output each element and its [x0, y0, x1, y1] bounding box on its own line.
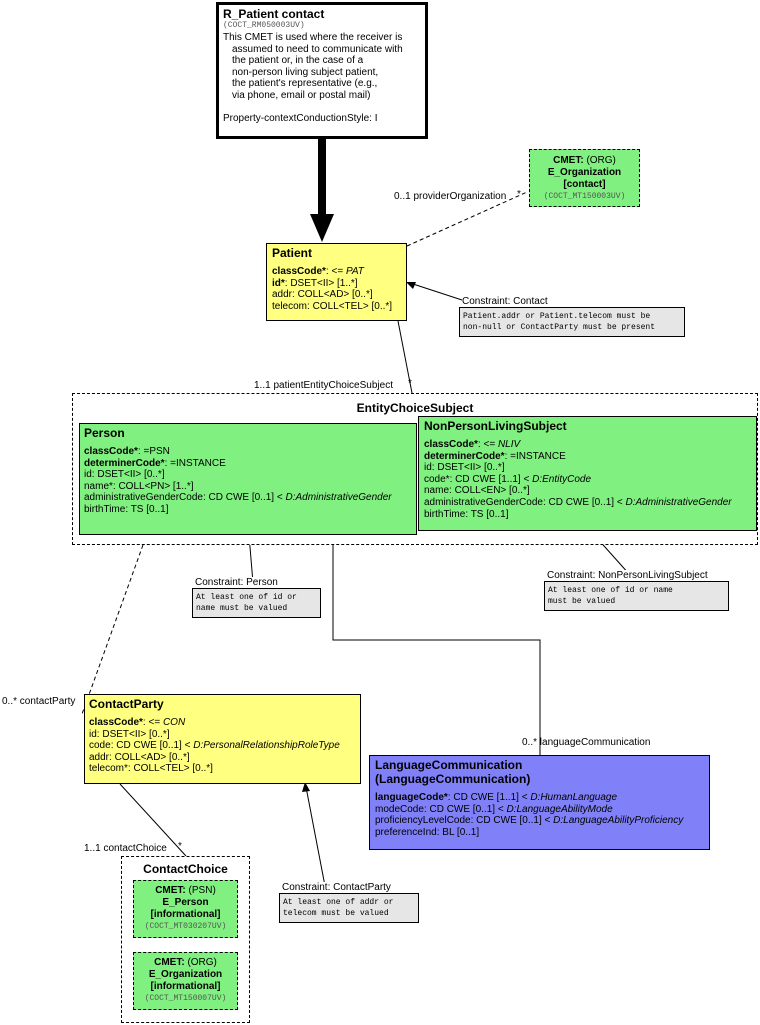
constraint-text: At least one of id or name must be value… [548, 586, 673, 606]
multiplicity-star: * [178, 841, 182, 852]
cmet-type: (PSN) [188, 885, 216, 896]
contactparty-label: 0..* contactParty [2, 696, 76, 707]
contactparty-to-contactchoice-connector [119, 783, 187, 857]
langcomm-title: LanguageCommunication [375, 758, 523, 772]
multiplicity-star: * [517, 189, 521, 200]
entity-choice-title: EntityChoiceSubject [356, 401, 474, 415]
attr-row: preferenceInd: BL [0..1] [375, 826, 480, 838]
attr-row: telecom*: COLL<TEL> [0..*] [89, 763, 213, 775]
attr-row: code*: CD CWE [1..1] < D:EntityCode [424, 473, 592, 485]
attr-row: classCode*: =PSN [84, 446, 170, 457]
root-box: R_Patient contact (COCT_RM050003UV) This… [216, 2, 428, 139]
attr-row: birthTime: TS [0..1] [424, 508, 509, 520]
patient-to-org-connector [406, 191, 528, 247]
contactchoice-title: ContactChoice [143, 862, 228, 876]
attr-row: birthTime: TS [0..1] [84, 503, 169, 515]
entity-choice-label: 1..1 patientEntityChoiceSubject [254, 380, 393, 391]
attr-row: addr: COLL<AD> [0..*] [272, 289, 373, 301]
contact-constraint-line [409, 282, 463, 301]
contact-constraint-note: Patient.addr or Patient.telecom must be … [459, 307, 685, 337]
org-informational-cmet-box[interactable]: CMET: (ORG) E_Organization [informationa… [133, 952, 238, 1010]
multiplicity-star: * [408, 378, 412, 389]
person-title: Person [84, 426, 125, 440]
root-desc-line: non-person living subject patient, [232, 66, 379, 78]
root-description: This CMET is used where the receiver is … [223, 32, 421, 102]
attr-row: name*: COLL<PN> [1..*] [84, 480, 194, 492]
root-to-patient-arrowhead [310, 214, 334, 242]
contact-constraint-arrowhead [406, 282, 416, 289]
langcomm-subtitle: (LanguageCommunication) [375, 772, 531, 786]
cmet-type: (ORG) [187, 957, 217, 968]
attr-row: classCode*: <= NLIV [424, 439, 521, 450]
attr-row: telecom: COLL<TEL> [0..*] [272, 300, 393, 312]
root-desc-line: assumed to need to communicate with [232, 43, 403, 55]
cmet-mode: [informational] [150, 909, 221, 920]
cmet-code: (COCT_MT030207UV) [144, 922, 227, 931]
root-desc-line: This CMET is used where the receiver is [223, 32, 403, 43]
attr-row: determinerCode*: =INSTANCE [424, 450, 566, 462]
langcomm-label: 0..* languageCommunication [522, 737, 651, 748]
contact-constraint-label: Constraint: Contact [462, 296, 548, 307]
cmet-type: (ORG) [586, 155, 616, 166]
patient-title: Patient [272, 246, 313, 260]
root-desc-line: via phone, email or postal mail) [232, 89, 371, 101]
entity-to-contactparty-connector [81, 544, 144, 715]
org-cmet-box[interactable]: CMET: (ORG) E_Organization [contact] (CO… [529, 149, 640, 207]
contactparty-title: ContactParty [89, 697, 164, 711]
root-desc-line: the patient's representative (e.g., [232, 78, 378, 90]
root-desc-line: the patient or, in the case of a [232, 55, 364, 67]
root-style: Property-contextConductionStyle: I [223, 112, 378, 124]
root-title: R_Patient contact [223, 7, 325, 21]
attr-row: classCode*: <= CON [89, 717, 186, 728]
cmet-name: E_Organization [547, 167, 622, 178]
provider-org-label: 0..1 providerOrganization [394, 191, 507, 202]
person-box[interactable]: Person classCode*: =PSN determinerCode*:… [79, 423, 417, 535]
entity-to-langcomm-connector [332, 545, 541, 755]
nonperson-box[interactable]: NonPersonLivingSubject classCode*: <= NL… [418, 416, 757, 531]
langcomm-box[interactable]: LanguageCommunication (LanguageCommunica… [369, 755, 710, 850]
cmet-label: CMET: [154, 957, 185, 968]
attr-row: id: DSET<II> [0..*] [424, 462, 505, 474]
cmet-label: CMET: [155, 885, 186, 896]
attr-row: proficiencyLevelCode: CD CWE [0..1] < D:… [375, 815, 684, 827]
attr-row: id*: DSET<II> [1..*] [272, 277, 358, 289]
constraint-text: At least one of addr or telecom must be … [283, 898, 394, 918]
psn-cmet-box[interactable]: CMET: (PSN) E_Person [informational] (CO… [133, 880, 238, 938]
nonperson-title: NonPersonLivingSubject [424, 419, 567, 433]
contactparty-box[interactable]: ContactParty classCode*: <= CON id: DSET… [84, 694, 361, 784]
contactparty-constraint-label: Constraint: ContactParty [282, 882, 391, 893]
cmet-name: E_Organization [148, 969, 223, 980]
contactparty-constraint-line [305, 786, 326, 887]
attr-row: modeCode: CD CWE [0..1] < D:LanguageAbil… [375, 803, 613, 815]
attr-row: administrativeGenderCode: CD CWE [0..1] … [84, 492, 392, 504]
attr-row: determinerCode*: =INSTANCE [84, 457, 226, 469]
nonperson-constraint-note: At least one of id or name must be value… [544, 581, 729, 611]
contactparty-constraint-arrowhead [302, 782, 310, 792]
contactparty-constraint-note: At least one of addr or telecom must be … [279, 893, 419, 923]
constraint-text: At least one of id or name must be value… [196, 593, 297, 613]
attr-row: code: CD CWE [0..1] < D:PersonalRelation… [89, 740, 340, 752]
person-constraint-label: Constraint: Person [195, 577, 278, 588]
attr-row: languageCode*: CD CWE [1..1] < D:HumanLa… [375, 792, 618, 803]
cmet-code: (COCT_MT150007UV) [144, 994, 227, 1003]
root-code: (COCT_RM050003UV) [223, 21, 305, 30]
cmet-code: (COCT_MT150003UV) [543, 192, 626, 201]
attr-row: id: DSET<II> [0..*] [84, 469, 165, 481]
attr-row: administrativeGenderCode: CD CWE [0..1] … [424, 496, 732, 508]
attr-row: addr: COLL<AD> [0..*] [89, 751, 190, 763]
cmet-name: E_Person [162, 897, 209, 908]
attr-row: classCode*: <= PAT [272, 266, 364, 277]
cmet-label: CMET: [553, 155, 584, 166]
person-constraint-note: At least one of id or name must be value… [192, 588, 321, 618]
cmet-mode: [contact] [563, 179, 606, 190]
attr-row: id: DSET<II> [0..*] [89, 728, 170, 740]
nonperson-constraint-label: Constraint: NonPersonLivingSubject [547, 570, 708, 581]
patient-box[interactable]: Patient classCode*: <= PAT id*: DSET<II>… [266, 243, 407, 321]
cmet-mode: [informational] [150, 981, 221, 992]
contactchoice-label: 1..1 contactChoice [84, 843, 167, 854]
constraint-text: Patient.addr or Patient.telecom must be … [463, 312, 656, 332]
attr-row: name: COLL<EN> [0..*] [424, 485, 530, 497]
patient-to-entity-connector [397, 320, 413, 394]
